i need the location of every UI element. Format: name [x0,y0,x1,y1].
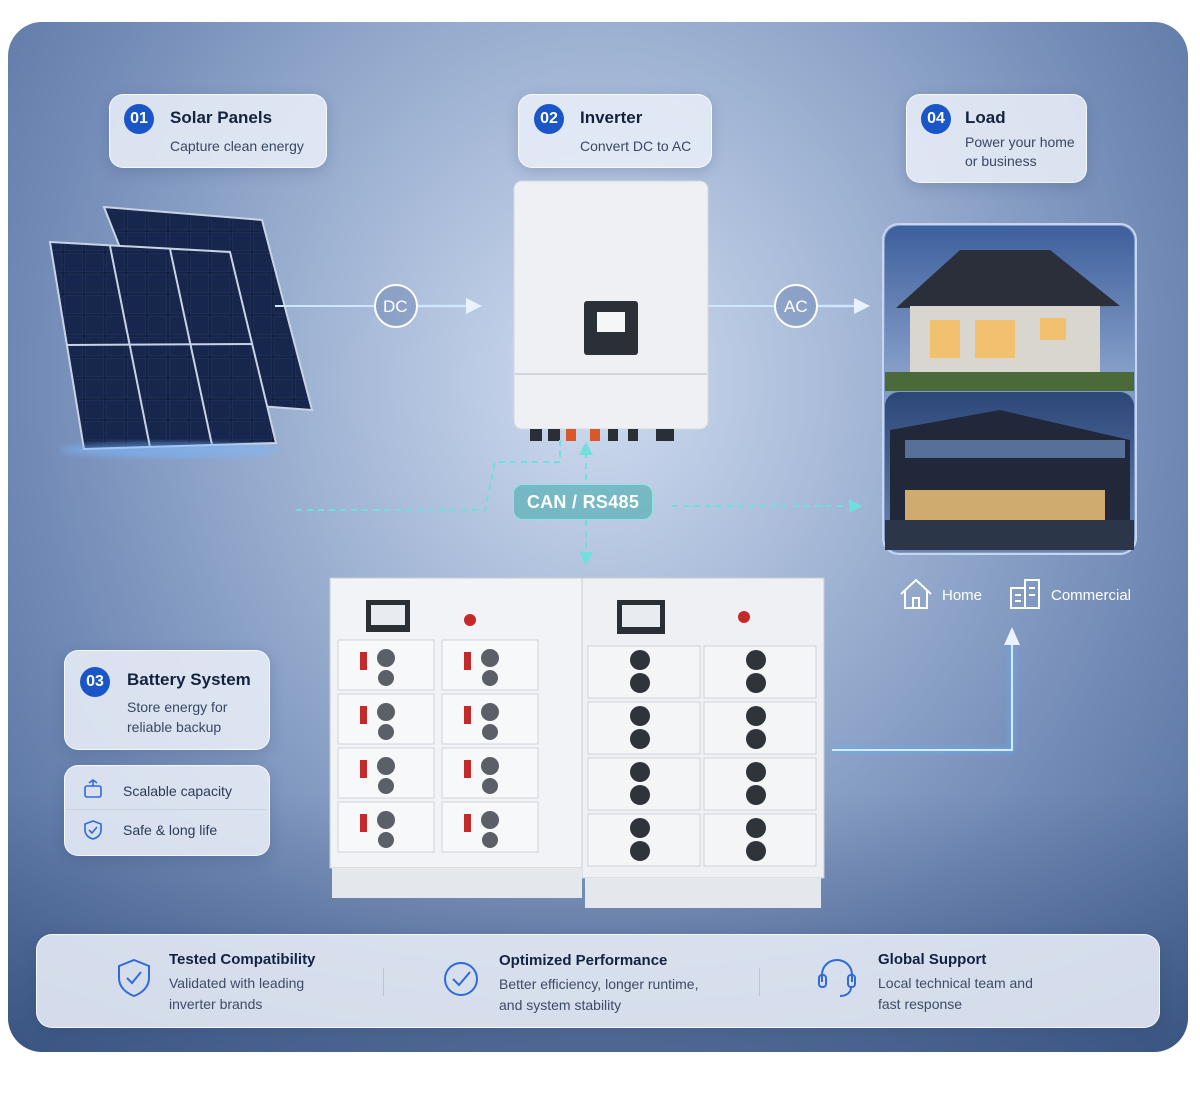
feature-sub-global-line2: fast response [878,996,963,1012]
dc-label: DC [383,297,408,316]
step-title-solar-panels: Solar Panels [170,108,273,127]
battery-module-fan [378,670,394,686]
feature-title-tested-compatibility: Tested Compatibility [169,951,316,968]
battery-module-fan [630,762,650,782]
feature-sub-optimized-line2: and system stability [499,997,622,1013]
load-flow-line [832,627,1020,752]
feature-sub-tested-line1: Validated with leading [169,975,305,991]
battery-module-fan [630,818,650,838]
battery-module-switch [360,760,367,778]
battery-module-fan [630,729,650,749]
feature-sub-global-line1: Local technical team and [878,975,1033,991]
battery-module-fan [630,706,650,726]
step-badge-04: 04 [921,104,951,134]
battery-module-fan [630,650,650,670]
battery-module-fan [630,785,650,805]
battery-module-switch [464,652,471,670]
step-badge-03: 03 [80,667,110,697]
battery-module-fan [746,762,766,782]
battery-module-switch [360,652,367,670]
battery-module-fan [746,706,766,726]
battery-module-fan [746,841,766,861]
step-subtitle-battery-line2: reliable backup [127,719,222,735]
step-title-battery-system: Battery System [127,670,251,689]
battery-modules-right [587,645,817,867]
feature-sub-tested-line2: inverter brands [169,996,263,1012]
battery-module-fan [378,832,394,848]
ac-label: AC [784,297,808,316]
battery-module-fan [481,811,499,829]
battery-module-fan [746,673,766,693]
features-divider-1 [383,968,384,996]
battery-module-switch [464,814,471,832]
step-subtitle-solar-panels: Capture clean energy [170,138,304,154]
battery-module-fan [377,757,395,775]
battery-module-fan [482,670,498,686]
feature-sub-optimized-line1: Better efficiency, longer runtime, [499,976,699,992]
load-home-label: Home [942,587,983,604]
step-title-load: Load [965,108,1006,127]
battery-module-fan [377,811,395,829]
battery-module-fan [481,649,499,667]
battery-module-fan [746,785,766,805]
battery-module-fan [482,832,498,848]
features-bar [36,934,1160,1028]
battery-module-fan [482,778,498,794]
battery-module-switch [360,814,367,832]
battery-module-switch [360,706,367,724]
feature-title-global-support: Global Support [878,951,987,968]
load-commercial-label: Commercial [1051,587,1132,604]
step-subtitle-load-line1: Power your home [965,134,1075,150]
battery-module-fan [481,703,499,721]
battery-module-switch [464,706,471,724]
battery-module-fan [377,649,395,667]
battery-module-fan [746,729,766,749]
load-illustration [882,223,1137,555]
inverter-illustration [513,180,709,441]
home-icon [900,578,932,609]
step-badge-01: 01 [124,104,154,134]
battery-module-fan [630,673,650,693]
battery-module-fan [630,841,650,861]
battery-module-switch [464,760,471,778]
communication-links [295,440,848,555]
battery-features-card [64,765,270,856]
battery-module-fan [746,650,766,670]
step-subtitle-inverter: Convert DC to AC [580,138,692,154]
feature-safe-long-life: Safe & long life [123,822,218,838]
battery-module-fan [746,818,766,838]
battery-module-fan [377,703,395,721]
features-divider-2 [759,968,760,996]
battery-module-fan [378,778,394,794]
battery-module-fan [378,724,394,740]
step-badge-02: 02 [534,104,564,134]
solar-panel-illustration [48,205,314,458]
step-subtitle-battery-line1: Store energy for [127,699,228,715]
battery-module-fan [482,724,498,740]
step-title-inverter: Inverter [580,108,643,127]
can-rs485-badge: CAN / RS485 [513,484,653,520]
ac-flow-line [708,284,870,328]
dc-flow-line [275,284,482,328]
feature-title-optimized-performance: Optimized Performance [499,952,668,969]
step-subtitle-load-line2: or business [965,153,1037,169]
feature-scalable-capacity: Scalable capacity [123,783,232,799]
building-icon [1010,579,1040,609]
battery-module-fan [481,757,499,775]
battery-features-divider [66,809,266,810]
step-card-battery-system [64,650,270,750]
battery-modules-left [337,639,539,853]
